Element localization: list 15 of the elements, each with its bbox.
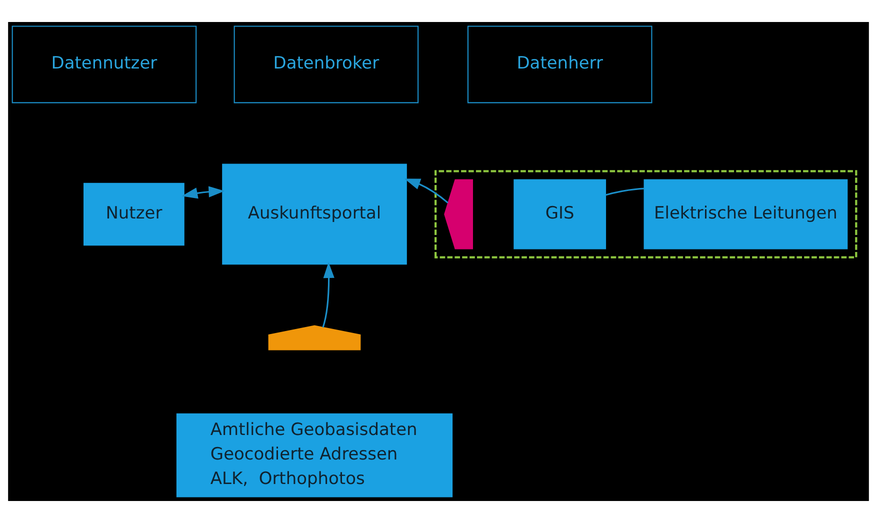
node-pentagon — [268, 325, 361, 350]
node-box: Elektrische Leitungen — [644, 179, 848, 250]
cluster — [434, 170, 858, 258]
node-box: GIS — [514, 179, 606, 250]
arrow — [404, 178, 448, 204]
node-box: Amtliche Geobasisdaten Geocodierte Adressen ALK, Orthophotos — [176, 413, 453, 498]
node-box: Datennutzer — [12, 26, 197, 104]
arrow — [322, 262, 334, 328]
connector — [605, 188, 644, 196]
node-box: Datenbroker — [234, 26, 419, 104]
node-box: Datenherr — [467, 26, 652, 104]
arrow — [182, 186, 225, 199]
node-pentagon — [444, 179, 473, 250]
node-box: Nutzer — [84, 182, 184, 246]
node-box: Auskunftsportal — [222, 164, 407, 265]
